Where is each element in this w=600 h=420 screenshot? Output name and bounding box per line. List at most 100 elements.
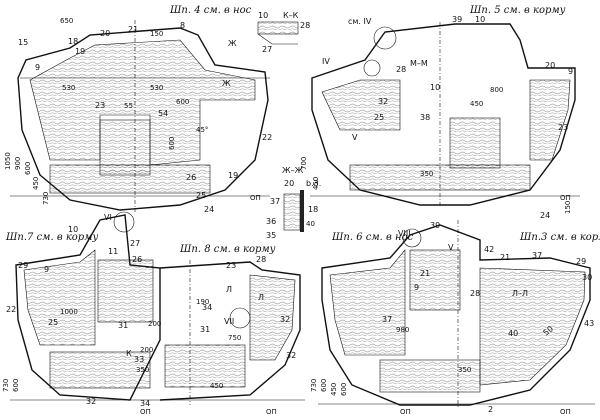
- hull-outline-sp5: [311, 23, 576, 206]
- datum-op-sp6: ОП: [400, 408, 411, 416]
- callout-32: 32: [378, 97, 388, 106]
- callout-see-iv: см. IV: [348, 17, 372, 26]
- callout-24: 24: [540, 211, 550, 220]
- callout-viii: VIII: [398, 229, 411, 238]
- callout-zh-b: Ж: [222, 79, 231, 88]
- callout-29: 29: [576, 257, 586, 266]
- dim-800: 800: [490, 86, 503, 94]
- floor-panel-sp7: [49, 351, 151, 389]
- callout-2: 2: [488, 405, 493, 414]
- dim-350-sp6: 350: [458, 366, 471, 374]
- section-sp6: Шп. 6 см. в нос VIII 39 V 21 9 28 37 Л–Л…: [310, 220, 595, 416]
- detail-kk-profile: [257, 33, 298, 45]
- detail-zhzh-block: [283, 193, 301, 231]
- callout-8: 8: [180, 21, 185, 30]
- callout-20: 20: [545, 61, 555, 70]
- detail-zhzh-plate: [300, 190, 304, 232]
- dim-730-sp7: 730: [2, 379, 10, 392]
- detail-circle-vi: [113, 211, 135, 233]
- floor-panel-sp6: [379, 359, 481, 393]
- callout-33: 33: [134, 355, 144, 364]
- callout-l-b: Л: [258, 293, 264, 302]
- dim-450: 450: [32, 177, 40, 190]
- detail-zhzh-label-37: 37: [270, 197, 280, 206]
- callout-38: 38: [420, 113, 430, 122]
- callout-37: 37: [382, 315, 392, 324]
- floor-panel-sp8: [164, 344, 246, 388]
- dim-450-left-sp5: 450: [312, 177, 320, 190]
- callout-vi: VI: [104, 213, 112, 222]
- dim-150: 150: [150, 30, 163, 38]
- callout-31: 31: [200, 325, 210, 334]
- dim-1050: 1050: [4, 152, 12, 170]
- callout-34: 34: [140, 399, 150, 408]
- callout-54: 54: [158, 109, 168, 118]
- right-panel-sp6: [479, 267, 586, 386]
- callout-24: 24: [204, 205, 214, 214]
- dim-750: 750: [228, 334, 241, 342]
- detail-zhzh-label-b3: b.3.: [306, 179, 321, 188]
- dim-1000: 1000: [60, 308, 78, 316]
- callout-19: 19: [75, 47, 85, 56]
- callout-l-a: Л: [226, 285, 232, 294]
- center-panel-sp7: [97, 259, 154, 323]
- callout-9: 9: [44, 265, 49, 274]
- callout-23: 23: [226, 261, 236, 270]
- callout-k: К: [126, 349, 132, 358]
- datum-op-sp4: ОП: [250, 194, 261, 202]
- side-panel-sp6: [329, 249, 406, 356]
- datum-op-sp7: ОП: [140, 408, 151, 416]
- detail-circle-viii: [402, 228, 422, 248]
- right-panel-sp5: [529, 79, 571, 161]
- callout-20: 20: [100, 29, 110, 38]
- datum-op-sp5: ОП: [560, 194, 571, 202]
- detail-kk: К–К 10 28 27: [257, 11, 310, 54]
- callout-39: 39: [452, 15, 462, 24]
- detail-kk-label-27: 27: [262, 45, 272, 54]
- callout-iv: IV: [322, 57, 330, 66]
- callout-25: 25: [374, 113, 384, 122]
- dim-600-sp6: 600: [320, 379, 328, 392]
- callout-32: 32: [86, 397, 96, 406]
- callout-v: V: [352, 133, 358, 142]
- dim-600: 600: [24, 162, 32, 175]
- callout-21: 21: [500, 253, 510, 262]
- callout-27: 27: [130, 239, 140, 248]
- callout-15: 15: [18, 38, 28, 47]
- hull-outline-sp6: [321, 224, 591, 406]
- side-panel-sp8: [249, 274, 296, 361]
- section-sp3: Шп.3 см. в корму 42 21 37 29 30 43 50 ОП: [484, 232, 600, 416]
- detail-zhzh-title: Ж–Ж: [282, 166, 304, 175]
- callout-23: 23: [558, 123, 568, 132]
- floor-panel-sp4: [49, 164, 211, 194]
- section-sp4: Шп. 4 см. в нос 650 150 18 19 20 21 15 9…: [4, 5, 272, 214]
- hull-outline-sp7: [15, 214, 161, 401]
- callout-29: 29: [18, 261, 28, 270]
- dim-350-sp7: 350: [136, 366, 149, 374]
- dim-600-b-sp6: 600: [340, 383, 348, 396]
- detail-circle-vii: [229, 307, 251, 329]
- callout-10: 10: [475, 15, 485, 24]
- detail-kk-plank: [257, 21, 299, 35]
- center-panel-sp5: [449, 117, 501, 169]
- dim-730: 730: [42, 192, 50, 205]
- dim-980: 980: [396, 326, 409, 334]
- callout-19b: 19: [228, 171, 238, 180]
- callout-32-a: 32: [280, 315, 290, 324]
- dim-450-sp5: 450: [470, 100, 483, 108]
- detail-circle-iv-a: [373, 26, 397, 50]
- callout-zh: Ж: [228, 39, 237, 48]
- callout-31: 31: [118, 321, 128, 330]
- datum-op-sp8: ОП: [266, 408, 277, 416]
- section-title-sp8: Шп. 8 см. в корму: [179, 244, 276, 255]
- callout-25: 25: [48, 318, 58, 327]
- dim-350-sp5: 350: [420, 170, 433, 178]
- section-sp7: Шп.7 см. в корму VI 10 9 27 29 26 25 22 …: [2, 211, 165, 416]
- dim-200-a: 200: [148, 320, 161, 328]
- callout-26: 26: [186, 173, 196, 182]
- callout-vii: VII: [224, 317, 234, 326]
- dim-730-sp6: 730: [310, 379, 318, 392]
- dim-55: 55: [124, 102, 133, 110]
- center-panel-sp6: [409, 249, 461, 311]
- callout-9: 9: [568, 67, 573, 76]
